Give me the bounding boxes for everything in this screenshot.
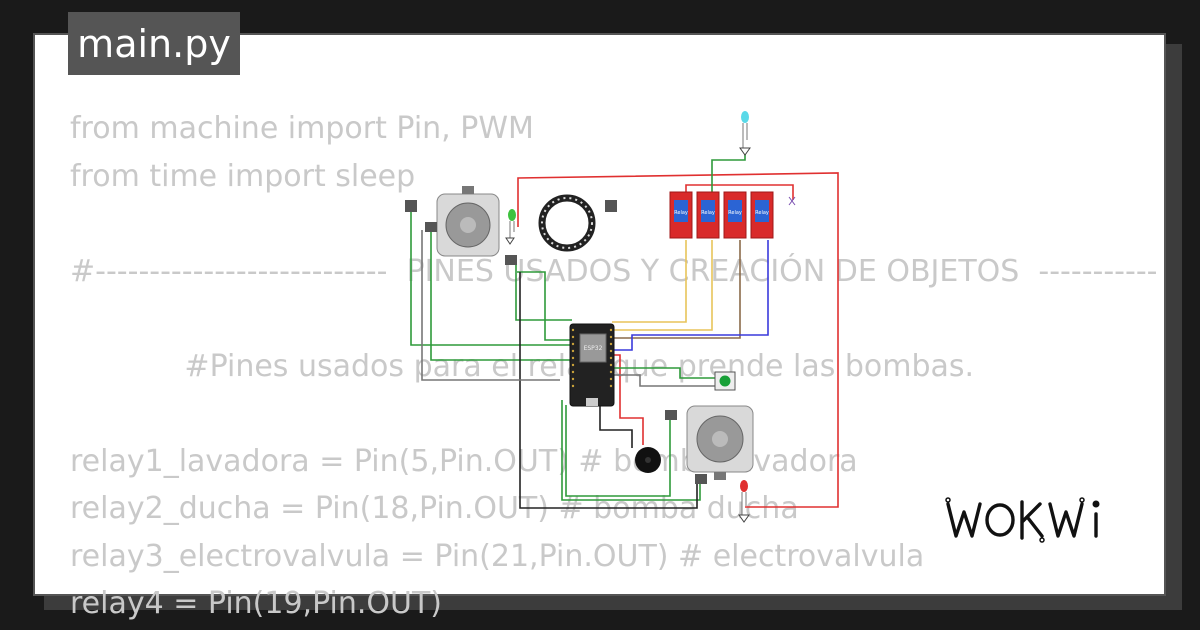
svg-text:Relay: Relay bbox=[728, 210, 742, 216]
buzzer bbox=[635, 447, 661, 473]
wire-red-buzzer bbox=[612, 354, 644, 445]
svg-text:Relay: Relay bbox=[755, 210, 769, 216]
driver-6 bbox=[695, 474, 707, 484]
wokwi-logo bbox=[945, 497, 1100, 543]
wire-red-relay-top bbox=[685, 184, 794, 200]
wire-green-stepper1b bbox=[430, 232, 572, 361]
wire-gray-btn bbox=[612, 374, 718, 387]
push-button bbox=[714, 371, 736, 391]
wire-red-main bbox=[517, 172, 839, 508]
led-cyan bbox=[739, 111, 751, 156]
svg-text:ESP32: ESP32 bbox=[584, 345, 603, 352]
code-line: #--------------------------- PINES USADO… bbox=[70, 253, 1158, 289]
wire-black-gnd bbox=[519, 272, 698, 509]
relay-module-4: Relay bbox=[750, 191, 774, 239]
code-line: relay2_ducha = Pin(18,Pin.OUT) # bomba d… bbox=[70, 491, 799, 526]
preview-card: from machine import Pin, PWM from time i… bbox=[33, 33, 1166, 621]
svg-text:Relay: Relay bbox=[701, 210, 715, 216]
code-line: from time import sleep bbox=[70, 158, 416, 194]
stepper-motor-2 bbox=[686, 405, 754, 480]
relay-module-2: Relay bbox=[696, 191, 720, 239]
wire-yellow-r2 bbox=[612, 240, 713, 331]
led-red bbox=[738, 480, 750, 523]
wire-blue-r4 bbox=[612, 240, 769, 351]
wire-green-stepper2b bbox=[561, 400, 701, 501]
relay-module-3: Relay bbox=[723, 191, 747, 239]
wire-green-stepper1 bbox=[410, 212, 572, 346]
driver-1 bbox=[405, 200, 417, 212]
wire-gray-1 bbox=[421, 230, 560, 381]
wire-green-stepper2 bbox=[565, 405, 671, 497]
code-line: relay4 = Pin(19,Pin.OUT) bbox=[70, 586, 443, 621]
driver-5 bbox=[665, 410, 677, 420]
led-green bbox=[505, 209, 516, 245]
wire-green-ring2 bbox=[517, 271, 572, 341]
driver-4 bbox=[605, 200, 617, 212]
esp32-board: ESP32 bbox=[569, 323, 615, 407]
wire-black-buzzer bbox=[599, 405, 633, 448]
stepper-motor-1 bbox=[436, 186, 500, 257]
driver-2 bbox=[425, 222, 437, 232]
neopixel-ring bbox=[538, 194, 596, 252]
wire-yellow-r1 bbox=[612, 240, 687, 323]
relay-module-1: Relay bbox=[669, 191, 693, 239]
svg-text:Relay: Relay bbox=[674, 210, 688, 216]
relay-marker bbox=[788, 196, 796, 206]
code-line: from machine import Pin, PWM bbox=[70, 111, 534, 146]
wire-green-btn bbox=[612, 367, 718, 379]
code-line: relay3_electrovalvula = Pin(21,Pin.OUT) … bbox=[70, 538, 925, 574]
code-view: from machine import Pin, PWM from time i… bbox=[70, 105, 1158, 628]
file-tab[interactable]: main.py bbox=[68, 12, 240, 75]
wire-brown-r3 bbox=[612, 240, 741, 339]
driver-3 bbox=[505, 255, 517, 265]
